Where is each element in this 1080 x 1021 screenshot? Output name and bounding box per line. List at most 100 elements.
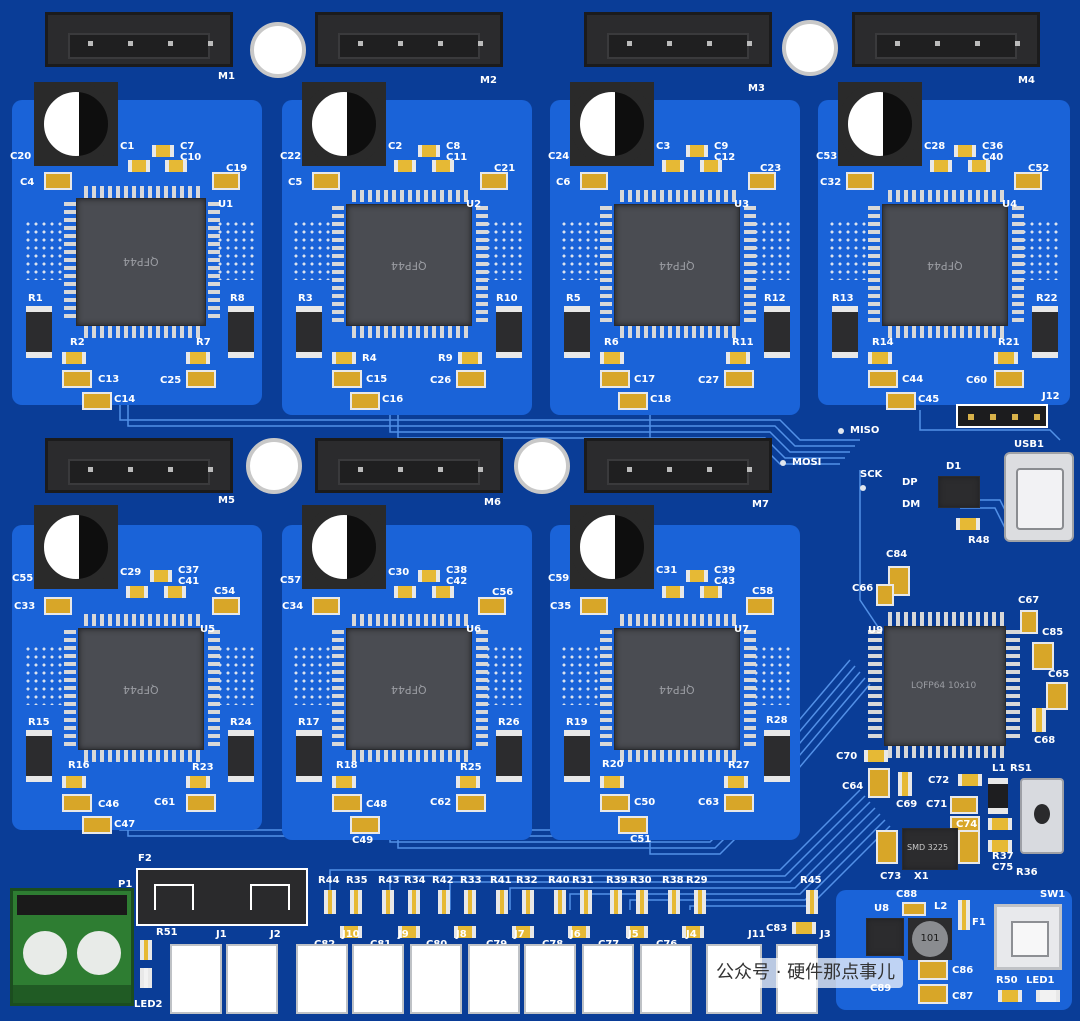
smd-resistor	[456, 776, 480, 788]
chip-label: U1	[218, 199, 234, 210]
smd-capacitor	[898, 772, 912, 796]
diode-d1	[938, 476, 980, 508]
servo-jack[interactable]	[582, 944, 634, 1014]
via-array	[1020, 220, 1060, 280]
smd-capacitor	[746, 597, 774, 615]
qfp44-chip: QFP44	[346, 628, 472, 750]
cap-label: C24	[548, 151, 570, 162]
smd-capacitor	[958, 830, 980, 864]
res-label: R43	[378, 875, 400, 886]
smd-capacitor	[398, 926, 420, 938]
test-point	[780, 460, 786, 466]
smd-resistor	[998, 990, 1022, 1002]
smd-capacitor	[418, 570, 440, 582]
chip-pins-right	[476, 206, 488, 322]
res-label: R29	[686, 875, 708, 886]
res-label: R31	[572, 875, 594, 886]
jack-label: J5	[628, 929, 639, 940]
smd-capacitor	[44, 172, 72, 190]
power-resistor	[228, 306, 254, 358]
chip-marking: QFP44	[391, 683, 427, 696]
cap-label: C47	[114, 819, 136, 830]
servo-jack[interactable]	[468, 944, 520, 1014]
smd-resistor	[332, 352, 356, 364]
smd-resistor	[988, 818, 1012, 830]
res-label: R41	[490, 875, 512, 886]
cap-label: C3	[656, 141, 671, 152]
smd-capacitor	[724, 794, 754, 812]
smd-resistor	[580, 890, 592, 914]
electrolytic-capacitor	[570, 82, 654, 166]
mosi-label: MOSI	[792, 457, 822, 468]
cap-label: C42	[446, 576, 468, 587]
usb-connector[interactable]	[1004, 452, 1074, 542]
res-label: R50	[996, 975, 1018, 986]
cap-label: C5	[288, 177, 303, 188]
cap-label: C36	[982, 141, 1004, 152]
res-label: R44	[318, 875, 340, 886]
reset-button[interactable]	[1020, 778, 1064, 854]
cap-label: C45	[918, 394, 940, 405]
smd-capacitor	[456, 794, 486, 812]
servo-jack[interactable]	[352, 944, 404, 1014]
servo-jack[interactable]	[524, 944, 576, 1014]
chip-pins-top	[888, 190, 1004, 202]
servo-jack[interactable]	[226, 944, 278, 1014]
smd-capacitor	[618, 392, 648, 410]
cap-label: C54	[214, 586, 236, 597]
servo-jack[interactable]	[170, 944, 222, 1014]
cap-label: C46	[98, 799, 120, 810]
power-switch[interactable]	[994, 904, 1062, 970]
electrolytic-capacitor	[570, 505, 654, 589]
smd-capacitor	[864, 750, 888, 762]
chip-pins-bottom	[352, 326, 468, 338]
led-1	[1036, 990, 1060, 1002]
smd-resistor	[868, 352, 892, 364]
smd-resistor	[668, 890, 680, 914]
led-2	[140, 968, 152, 988]
cap-label: C49	[352, 835, 374, 846]
chip-marking: QFP44	[659, 683, 695, 696]
smd-capacitor	[150, 570, 172, 582]
smd-resistor	[600, 352, 624, 364]
res-label: R20	[602, 759, 624, 770]
smd-resistor	[324, 890, 336, 914]
cap-label: C65	[1048, 669, 1070, 680]
pin-header-j12	[956, 404, 1048, 428]
diode-label: D1	[946, 461, 962, 472]
chip-pins-bottom	[888, 326, 1004, 338]
smd-resistor	[438, 890, 450, 914]
screw-terminal-p1[interactable]	[10, 888, 134, 1006]
electrolytic-capacitor	[34, 505, 118, 589]
via-array	[828, 220, 868, 280]
res-label: R15	[28, 717, 50, 728]
cap-label: C8	[446, 141, 461, 152]
smd-capacitor	[186, 794, 216, 812]
cap-label: C6	[556, 177, 571, 188]
chip-pins-right	[744, 206, 756, 322]
cap-label: C53	[816, 151, 838, 162]
res-label: R10	[496, 293, 518, 304]
cap-label: C39	[714, 565, 736, 576]
smd-capacitor	[626, 926, 648, 938]
cap-label: C69	[896, 799, 918, 810]
cap-label: C37	[178, 565, 200, 576]
servo-jack[interactable]	[640, 944, 692, 1014]
smd-resistor	[988, 840, 1012, 852]
cap-label: C64	[842, 781, 864, 792]
res-label: R33	[460, 875, 482, 886]
servo-jack[interactable]	[410, 944, 462, 1014]
regulator-u8	[866, 918, 904, 956]
smd-capacitor	[312, 172, 340, 190]
res-label: R18	[336, 760, 358, 771]
res-label: R16	[68, 760, 90, 771]
cap-label: C48	[366, 799, 388, 810]
servo-jack[interactable]	[296, 944, 348, 1014]
chip-pins-top	[352, 614, 468, 626]
qfp44-chip: QFP44	[76, 198, 206, 326]
chip-pins-bottom	[352, 750, 468, 762]
cap-label: C67	[1018, 595, 1040, 606]
cap-label: C40	[982, 152, 1004, 163]
res-label: R48	[968, 535, 990, 546]
smd-capacitor	[918, 984, 948, 1004]
